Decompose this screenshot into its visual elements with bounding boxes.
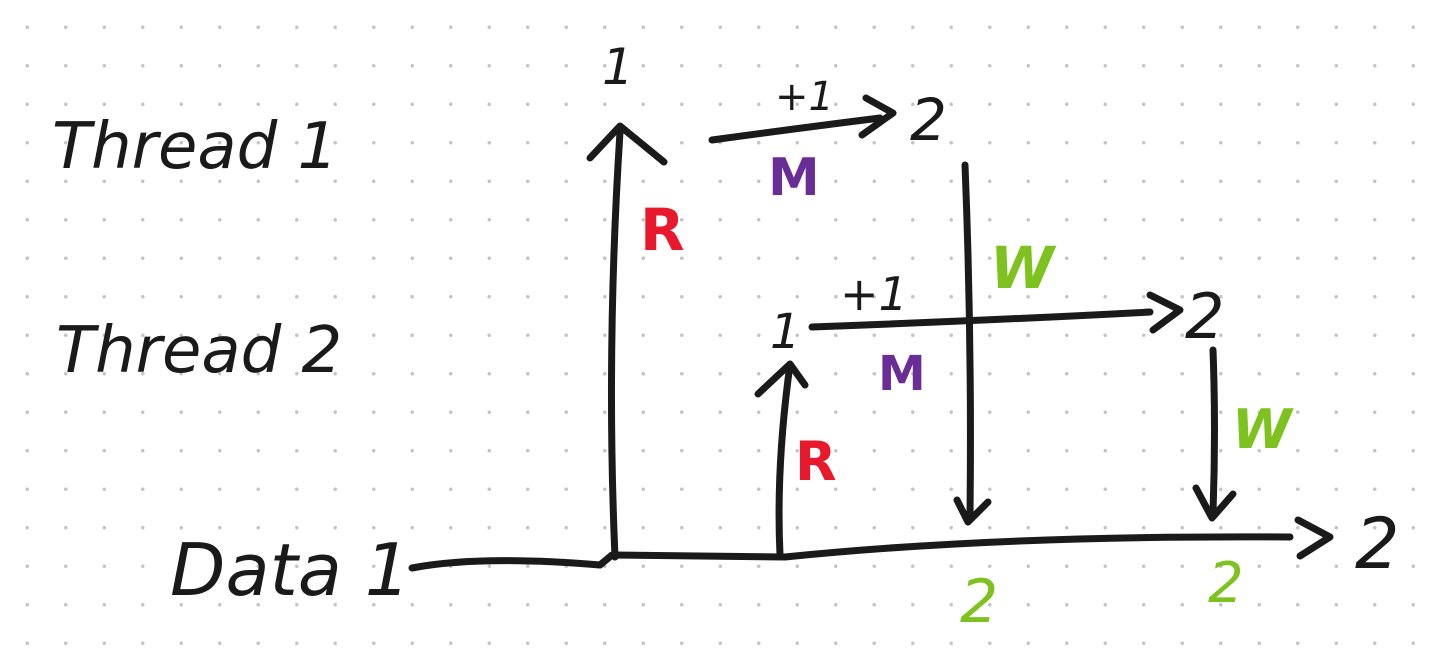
- data-final-value: 2: [1355, 503, 1400, 585]
- thread2-modify-arrow: [808, 308, 1154, 331]
- thread1-write-label: W: [990, 234, 1057, 302]
- data-value-after-thread1-write: 2: [960, 567, 998, 637]
- thread1-start-value: 1: [602, 38, 634, 96]
- thread1-read-arrow: [607, 128, 624, 561]
- thread2-increment: +1: [840, 267, 908, 321]
- thread1-write-arrow: [961, 161, 974, 519]
- thread1-write-arrowhead: [953, 496, 992, 526]
- thread2-modify-arrowhead: [1146, 291, 1184, 334]
- thread2-modify-label: M: [878, 346, 926, 402]
- row-label-thread-1: Thread 1: [52, 110, 338, 184]
- thread2-start-value: 1: [770, 304, 801, 360]
- row-label-data-1: Data 1: [170, 528, 411, 612]
- thread2-write-label: W: [1232, 398, 1294, 461]
- data-timeline-arrowhead: [1294, 516, 1334, 560]
- thread1-modify-label: M: [768, 148, 820, 208]
- thread2-read-label: R: [795, 430, 837, 493]
- data-value-after-thread2-write: 2: [1208, 551, 1244, 616]
- data-timeline-line: [408, 533, 1294, 572]
- thread1-increment: +1: [775, 74, 834, 120]
- thread2-read-arrowhead: [754, 360, 809, 398]
- thread1-end-value: 2: [910, 86, 947, 154]
- thread1-read-arrowhead: [586, 122, 668, 166]
- thread2-end-value: 2: [1185, 280, 1224, 353]
- row-label-thread-2: Thread 2: [56, 314, 342, 388]
- thread1-modify-arrowhead: [858, 94, 897, 139]
- thread2-write-arrowhead: [1192, 484, 1237, 522]
- thread1-modify-arrow: [708, 114, 884, 144]
- thread2-write-arrow: [1209, 346, 1218, 516]
- thread2-read-arrow: [775, 368, 793, 559]
- thread1-read-label: R: [640, 196, 685, 264]
